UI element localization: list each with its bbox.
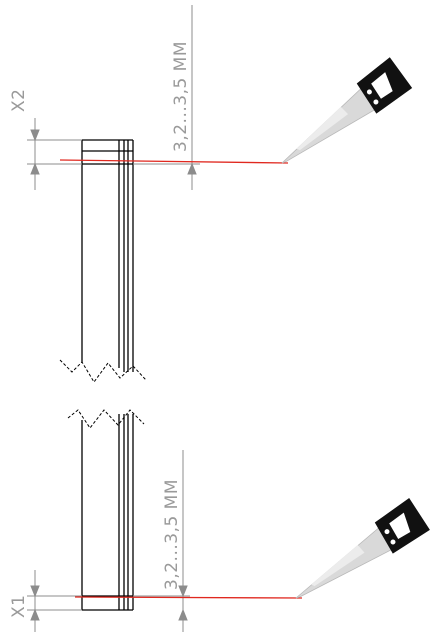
- bottom-size-text: 3,2...3,5 MM: [162, 479, 182, 590]
- bottom-break-line: [67, 409, 145, 429]
- hand-saw-icon: [281, 57, 413, 164]
- bottom-panel-profile: [81, 414, 134, 611]
- top-panel-profile: [81, 139, 134, 372]
- x2-dimension: [27, 118, 82, 190]
- top-thickness-dimension: [133, 5, 200, 190]
- bottom-cut-line: [74, 596, 303, 599]
- x2-label: X2: [9, 89, 29, 112]
- top-size-text: 3,2...3,5 MM: [171, 41, 191, 152]
- top-break-line: [59, 359, 147, 383]
- x1-dimension: [27, 570, 82, 632]
- top-cut-line: [59, 159, 289, 164]
- bottom-section: X1 3,2...3,5 MM: [9, 409, 430, 632]
- bottom-thickness-dimension: [133, 450, 190, 632]
- x1-label: X1: [9, 595, 29, 618]
- hand-saw-icon: [295, 498, 430, 599]
- top-section: X2 3,2...3,5 MM: [9, 5, 413, 383]
